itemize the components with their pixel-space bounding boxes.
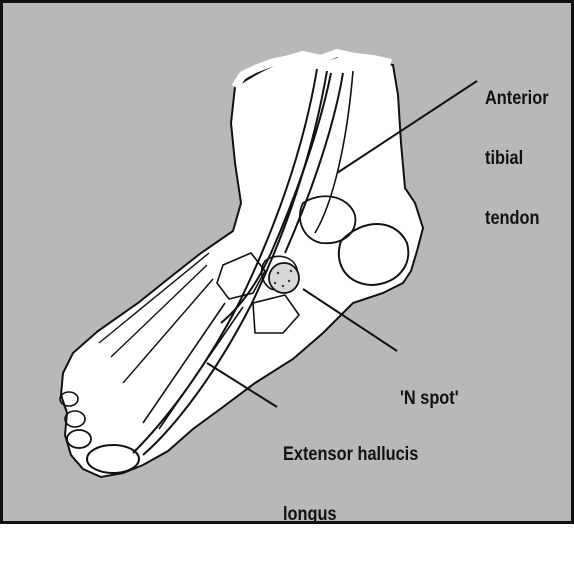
n-spot-stipple bbox=[288, 280, 290, 282]
n-spot-stipple bbox=[282, 285, 284, 287]
anterior-tibial-tendon-label: Anterior tibial tendon bbox=[485, 49, 549, 269]
extensor-hallucis-longus-label: Extensor hallucis longus bbox=[283, 405, 418, 565]
n-spot-stipple bbox=[290, 270, 292, 272]
figure-frame: Anterior tibial tendon 'N spot' Extensor… bbox=[0, 0, 574, 524]
n-spot-stipple bbox=[277, 272, 279, 274]
n-spot-marker bbox=[269, 263, 299, 293]
n-spot-stipple bbox=[274, 282, 276, 284]
